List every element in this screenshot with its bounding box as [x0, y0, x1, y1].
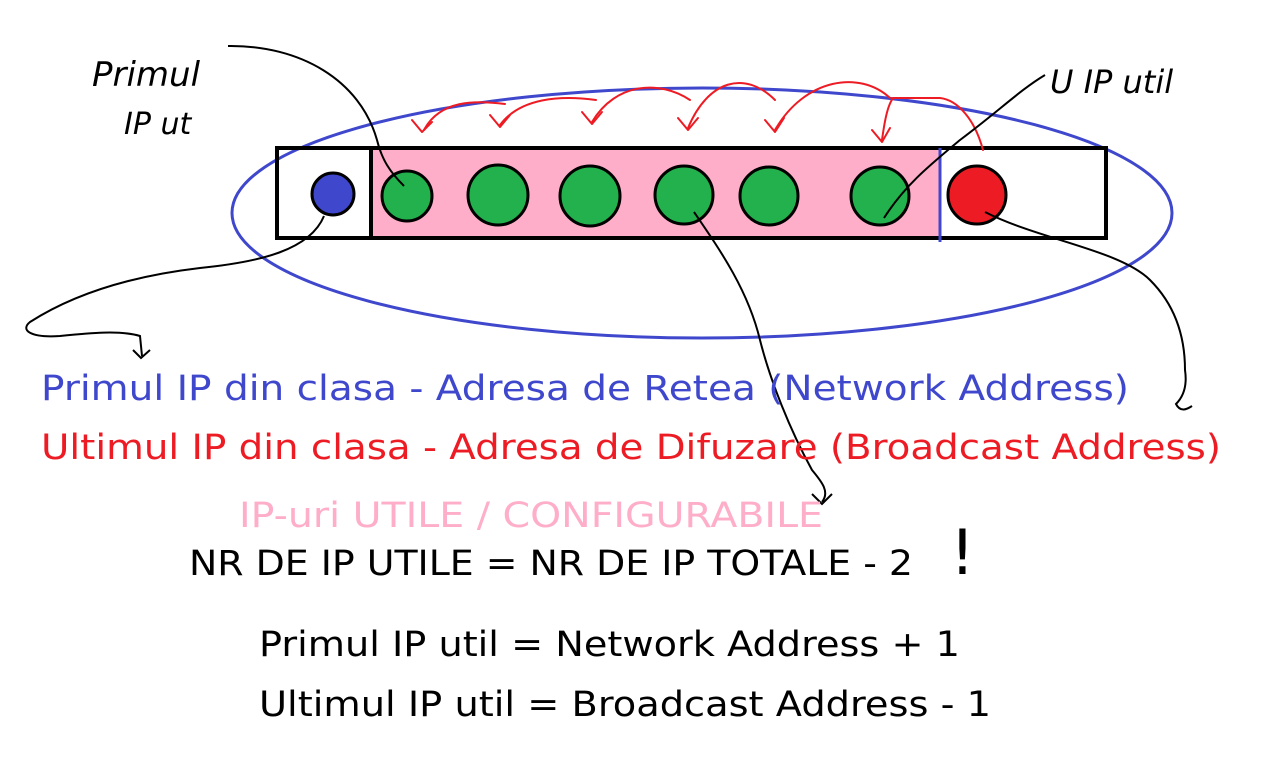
usable-host-dot [380, 169, 434, 223]
network-pointer-arrowhead [132, 349, 151, 360]
address-block [275, 146, 1108, 240]
usable-pointer-arrowhead [811, 493, 833, 506]
last-usable-pointer [883, 74, 1046, 219]
broadcast-address-caption: Ultimul IP din clasa - Adresa de Difuzar… [41, 428, 1221, 468]
network-address-caption: Primul IP din clasa - Adresa de Retea (N… [41, 369, 1129, 409]
first-usable-formula: Primul IP util = Network Address + 1 [259, 625, 960, 665]
usable-host-dot [653, 164, 715, 226]
first-usable-pointer [227, 44, 405, 187]
usable-host-dot [849, 165, 911, 227]
broadcast-pointer [984, 211, 1193, 411]
first-usable-label: Primul [92, 55, 201, 95]
first-usable-label-second-line: IP ut [124, 107, 192, 142]
network-pointer [25, 215, 325, 357]
host-increment-arrows [411, 81, 984, 151]
usable-host-dot [558, 164, 622, 228]
last-usable-formula: Ultimul IP util = Broadcast Address - 1 [259, 685, 991, 725]
broadcast-address-dot [946, 164, 1008, 226]
network-address-dot [310, 171, 356, 217]
exclamation-mark: ! [950, 516, 975, 589]
usable-count-formula: NR DE IP UTILE = NR DE IP TOTALE - 2 [189, 544, 913, 584]
usable-ips-caption: IP-uri UTILE / CONFIGURABILE [239, 496, 823, 536]
usable-host-dot [466, 163, 530, 227]
last-usable-label: U IP util [1050, 63, 1173, 101]
usable-host-dot [738, 165, 800, 227]
usable-pointer [693, 211, 827, 503]
network-class-ellipse [230, 86, 1174, 340]
